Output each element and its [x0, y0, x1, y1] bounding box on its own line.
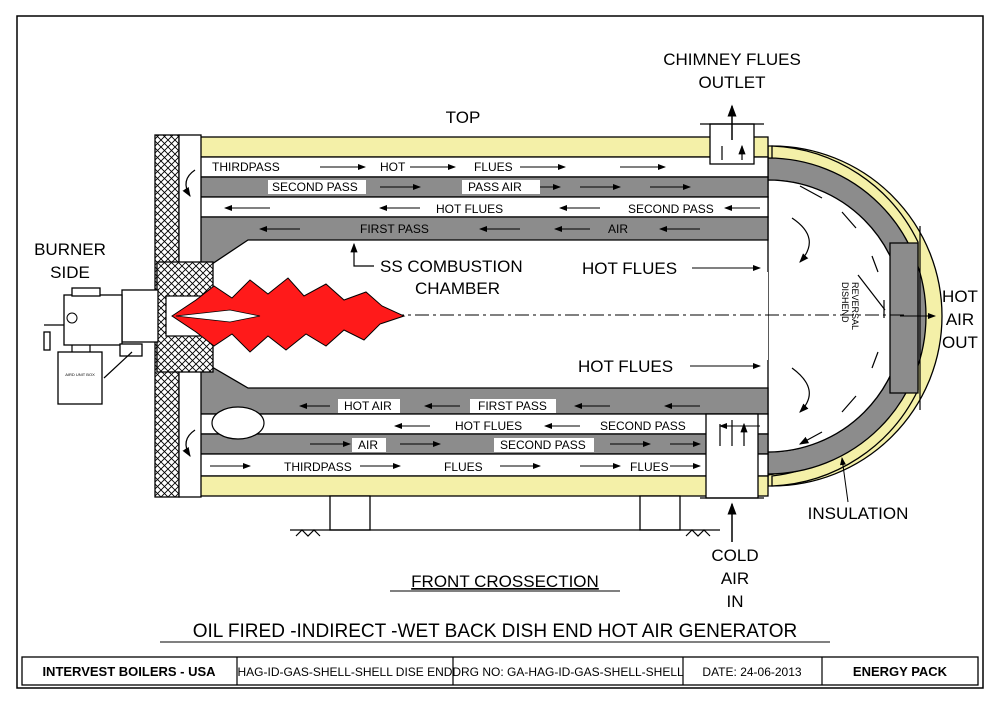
label-front-crossection: FRONT CROSSECTION	[411, 572, 599, 591]
label-upper-first-pass: FIRST PASS	[360, 222, 429, 236]
bottom-insulation	[199, 475, 769, 497]
drawing-frame	[16, 15, 984, 689]
label-top: TOP	[446, 108, 481, 127]
label-chimney-2: OUTLET	[698, 73, 765, 92]
label-insulation: INSULATION	[808, 504, 909, 523]
label-lower-hot-air: HOT AIR	[344, 399, 392, 413]
label-hot-flues-lower: HOT FLUES	[578, 357, 673, 376]
label-burner-1: BURNER	[34, 240, 106, 259]
title-block-drawing-name: HAG-ID-GAS-SHELL-SHELL DISE END	[238, 665, 453, 679]
title-block-date: DATE: 24-06-2013	[702, 665, 801, 679]
label-hot-air-out-1: HOT	[942, 287, 978, 306]
aird-unit-box	[57, 351, 103, 405]
label-upper-air: AIR	[608, 222, 628, 236]
title-block-company: INTERVEST BOILERS - USA	[42, 664, 216, 679]
hot-air-outlet-duct	[889, 242, 919, 394]
svg-text:AIRD UNIT BOX: AIRD UNIT BOX	[65, 372, 95, 377]
title-block-drawing-no: DRG NO: GA-HAG-ID-GAS-SHELL-SHELL	[452, 665, 684, 679]
cold-air-inlet	[700, 413, 764, 542]
label-lower-hot-flues: HOT FLUES	[455, 419, 522, 433]
label-cold-air-2: AIR	[721, 569, 749, 588]
label-lower-second-pass: SECOND PASS	[600, 419, 686, 433]
label-upper-second-pass: SECOND PASS	[628, 202, 714, 216]
label-hot-flues-upper: HOT FLUES	[582, 259, 677, 278]
label-dishend-1: DISHEND	[840, 282, 850, 323]
reversal-drum	[211, 406, 265, 440]
title-block-product: ENERGY PACK	[853, 664, 948, 679]
label-top-second-pass: SECOND PASS	[272, 180, 358, 194]
label-bottom-air: AIR	[358, 438, 378, 452]
label-top-flues: FLUES	[474, 160, 513, 174]
label-top-thirdpass: THIRDPASS	[212, 160, 280, 174]
label-bottom-second-pass: SECOND PASS	[500, 438, 586, 452]
label-top-pass-air: PASS AIR	[468, 180, 522, 194]
label-bottom-flues-2: FLUES	[630, 460, 669, 474]
label-burner-2: SIDE	[50, 263, 90, 282]
label-dishend-2: REVERSAL	[850, 282, 860, 330]
label-bottom-thirdpass: THIRDPASS	[284, 460, 352, 474]
label-cold-air-3: IN	[727, 592, 744, 611]
label-ss-chamber-1: SS COMBUSTION	[380, 257, 523, 276]
label-bottom-flues-1: FLUES	[444, 460, 483, 474]
label-chimney-1: CHIMNEY FLUES	[663, 50, 801, 69]
label-hot-air-out-2: AIR	[946, 310, 974, 329]
title-block: INTERVEST BOILERS - USA HAG-ID-GAS-SHELL…	[21, 656, 979, 686]
main-title: OIL FIRED -INDIRECT -WET BACK DISH END H…	[193, 621, 798, 642]
label-hot-air-out-3: OUT	[942, 333, 978, 352]
label-lower-first-pass: FIRST PASS	[478, 399, 547, 413]
flow-arrows	[210, 164, 936, 469]
burner-flame	[171, 277, 406, 353]
top-insulation	[199, 136, 769, 158]
pass-labels: THIRDPASS HOT FLUES SECOND PASS PASS AIR…	[212, 160, 714, 474]
burner-unit: AIRD UNIT BOX	[43, 287, 159, 405]
callout-labels: CHIMNEY FLUES OUTLET TOP BURNER SIDE SS …	[34, 50, 978, 643]
label-cold-air-1: COLD	[711, 546, 758, 565]
label-top-hot: HOT	[380, 160, 406, 174]
chimney-outlet	[700, 104, 764, 165]
saddle-supports	[290, 495, 720, 537]
label-ss-chamber-2: CHAMBER	[415, 279, 500, 298]
label-upper-hot-flues: HOT FLUES	[436, 202, 503, 216]
